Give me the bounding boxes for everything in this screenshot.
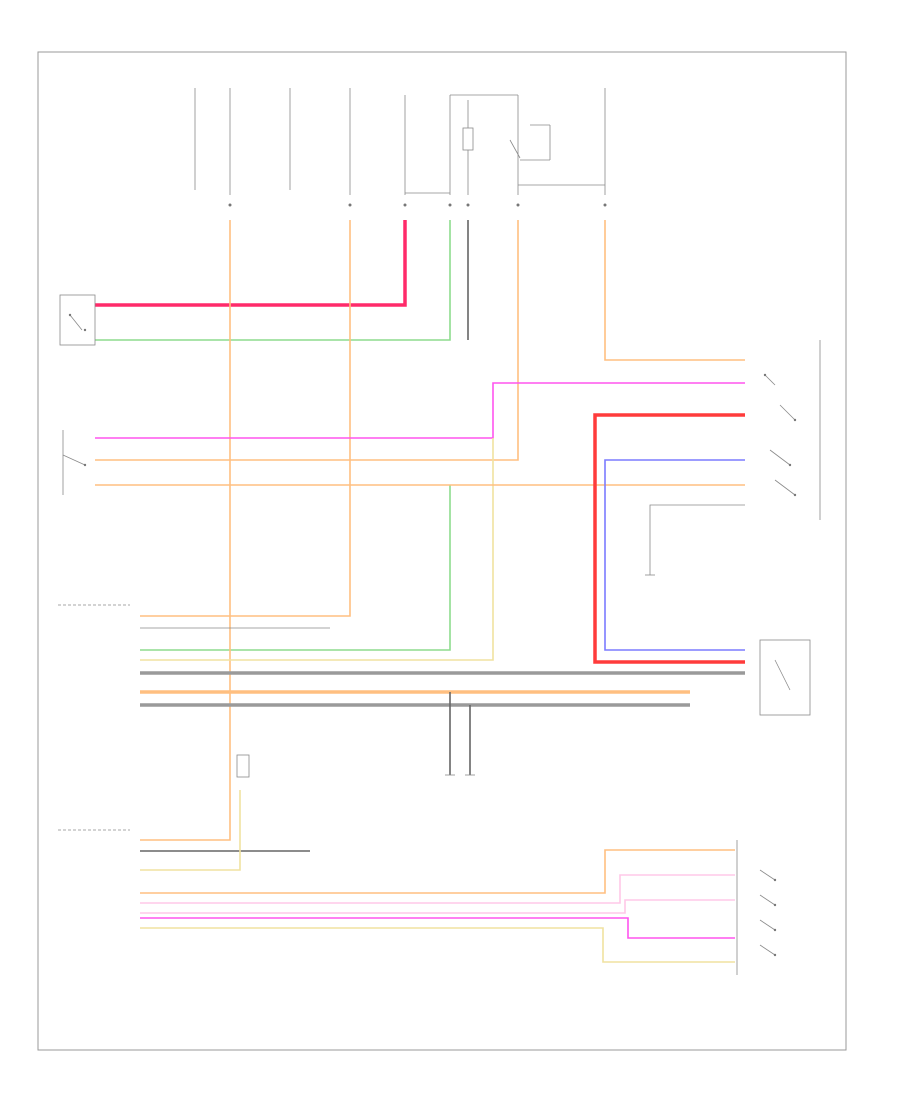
wire-orange-relay [95,220,519,461]
wire-green-lower [140,485,451,651]
wire-lower-orange [140,849,735,894]
wire-lower-tan-2 [140,927,735,963]
module-separators [58,604,130,831]
connector-pin [348,203,352,207]
wire-lower-lightpink-2 [140,899,735,914]
connector-pin [516,203,520,207]
connector-pin [466,203,470,207]
connector-pin [448,203,452,207]
wire-orange-right [604,220,745,361]
connector-pin [603,203,607,207]
wire-lower-magenta [140,917,735,939]
right-switch-assembly [763,340,821,520]
relay-coil [462,127,474,151]
lower-right-switch [736,840,777,975]
connector-pin [228,203,232,207]
right-middle-module [759,639,811,716]
connector-pin [403,203,407,207]
wire-magenta [95,382,745,439]
wire-orange-left [140,220,231,841]
left-switch-middle [62,430,87,495]
wire-pink-heavy [95,220,407,307]
wire-orange-mid [140,220,351,617]
left-switch-top [59,294,96,346]
wire-blue [604,459,745,651]
wire-red-right [593,413,745,664]
wire-green [95,220,451,341]
wire-lower-lightpink [140,874,735,904]
wire-ground-right [649,504,745,575]
wire-lower-tan [140,790,241,871]
small-relay [236,754,250,778]
wire-magenta-drop [140,438,494,661]
top-fuse-block [194,88,607,207]
ground-symbol [445,574,655,776]
diagram-frame [37,51,847,1051]
